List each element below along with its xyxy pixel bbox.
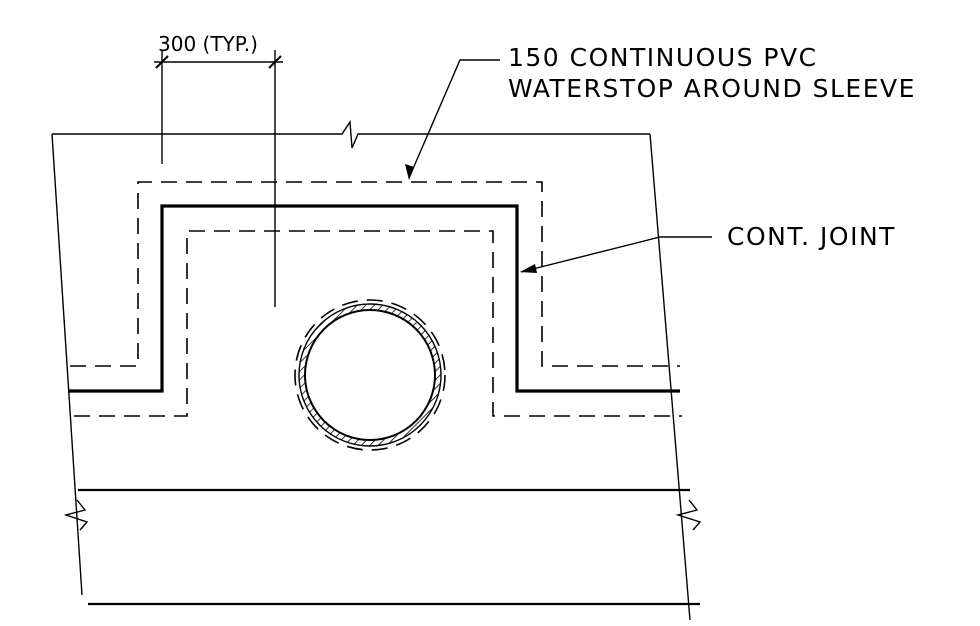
waterstop-outer-dashed — [70, 181, 680, 367]
wall-right-edge — [649, 133, 691, 621]
joint-label: CONT. JOINT — [727, 222, 896, 251]
dimension-tick-left — [155, 55, 169, 69]
waterstop-inner-dashed — [74, 230, 682, 417]
sleeve-dashed-circle — [294, 299, 446, 451]
dimension-tick-right — [268, 55, 282, 69]
continuous-joint-line — [68, 204, 680, 393]
left-break-symbol — [63, 499, 89, 531]
waterstop-label-line1: 150 CONTINUOUS PVC — [508, 43, 818, 72]
dimension-label: 300 (TYP.) — [158, 32, 258, 56]
sleeve-bore — [304, 309, 436, 441]
wall-top-edge-with-break — [52, 119, 650, 149]
joint-leader-arrow — [520, 264, 537, 273]
waterstop-leader-line — [408, 59, 500, 179]
wall-left-edge — [51, 133, 83, 596]
waterstop-label-line2: WATERSTOP AROUND SLEEVE — [508, 74, 916, 103]
waterstop-leader-arrow — [405, 164, 414, 180]
joint-leader-line — [520, 236, 712, 273]
right-break-symbol — [675, 499, 702, 531]
sleeve-pipe-outer-edge — [298, 303, 442, 447]
